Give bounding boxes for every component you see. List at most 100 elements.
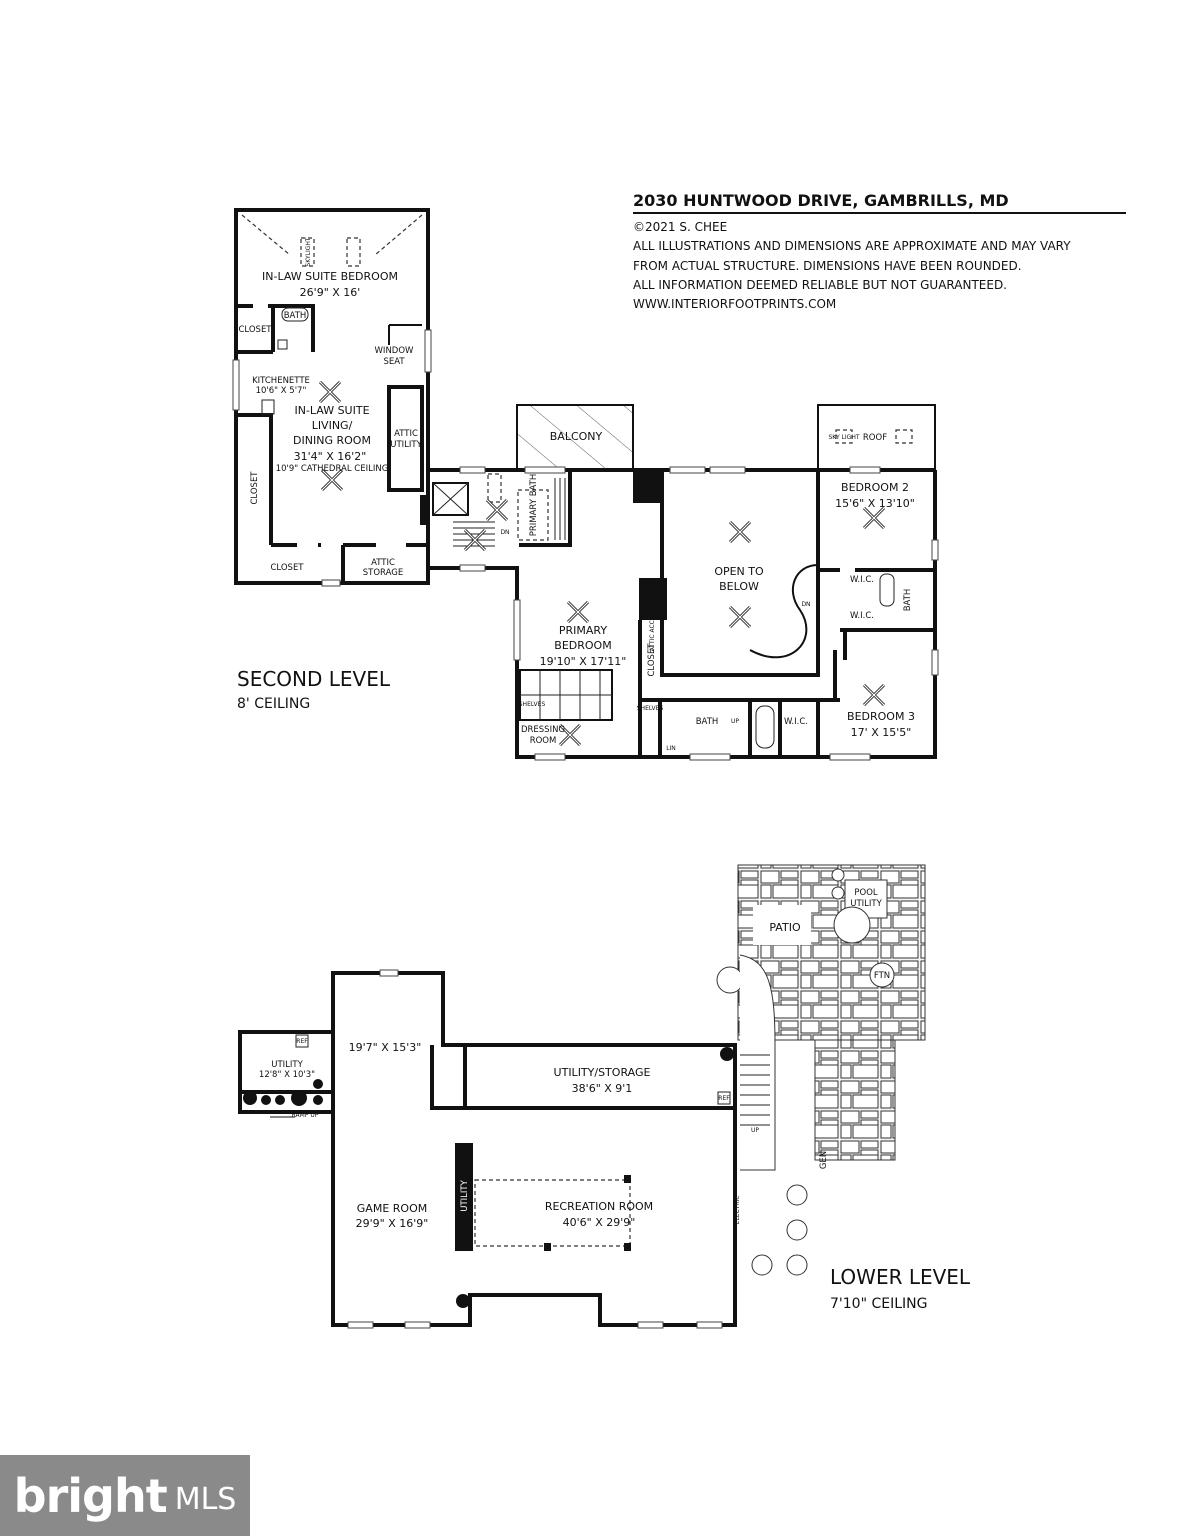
- room-label: BEDROOM: [554, 639, 611, 652]
- room-label: BATH: [284, 311, 307, 321]
- ramp-label: RAMP UP: [292, 1112, 319, 1119]
- interior-walls: [236, 413, 430, 583]
- window: [637, 1321, 664, 1329]
- bathtub-icon: [755, 705, 775, 749]
- ceiling-note: 10'9" CATHEDRAL CEILING: [276, 464, 389, 474]
- window: [321, 579, 341, 587]
- skylight-label: SKYLIGHT: [305, 237, 312, 266]
- room-label: CLOSET: [238, 325, 272, 335]
- copyright: ©2021 S. CHEE: [633, 220, 727, 234]
- room-dimension: 15'6" X 13'10": [835, 497, 915, 510]
- room-dimension: 19'7" X 15'3": [349, 1041, 422, 1054]
- bathtub-icon: [879, 573, 895, 607]
- window: [459, 564, 486, 572]
- shrub-icon: [786, 1184, 808, 1206]
- shrub-icon: [831, 868, 845, 882]
- primary-bath-outline: [517, 489, 549, 541]
- lower-main-walls: [331, 971, 737, 1327]
- window: [404, 1321, 431, 1329]
- room-dimension: 40'6" X 29'9": [563, 1216, 636, 1229]
- equipment-tank: [313, 1079, 323, 1089]
- closet-bath-walls: [236, 304, 315, 354]
- disclaimer-line: FROM ACTUAL STRUCTURE. DIMENSIONS HAVE B…: [633, 259, 1022, 273]
- room-label: UTILITY: [271, 1060, 303, 1070]
- room-label: SHELVES: [637, 705, 664, 712]
- appliance-label: REF: [296, 1038, 308, 1045]
- disclaimer-line: ALL INFORMATION DEEMED RELIABLE BUT NOT …: [633, 278, 1007, 292]
- room-label: LIVING/: [312, 419, 353, 432]
- room-label: OPEN TO: [714, 565, 764, 578]
- header-block: 2030 HUNTWOOD DRIVE, GAMBRILLS, MD ©2021…: [633, 191, 1126, 311]
- window: [669, 466, 706, 474]
- window: [696, 1321, 723, 1329]
- level-title: LOWER LEVEL: [830, 1265, 971, 1289]
- window: [931, 649, 939, 676]
- room-label: IN-LAW SUITE: [294, 404, 369, 417]
- room-dimension: 38'6" X 9'1: [572, 1082, 633, 1095]
- room-label: ATTIC ACCESS: [649, 609, 656, 652]
- stairs-icon: [453, 521, 495, 547]
- room-label: BEDROOM 3: [847, 710, 915, 723]
- room-label: BELOW: [719, 580, 759, 593]
- room-label: LIN: [666, 745, 676, 752]
- room-label: PRIMARY: [559, 624, 607, 637]
- room-label: BEDROOM 2: [841, 481, 909, 494]
- window: [829, 753, 871, 761]
- closet-rods: [520, 670, 612, 720]
- bathtub-icon: [281, 307, 309, 322]
- attic-utility-walls: [387, 385, 424, 492]
- room-label: W.I.C.: [850, 611, 874, 621]
- logo-suffix: MLS: [174, 1482, 237, 1517]
- room-label: IN-LAW SUITE BEDROOM: [262, 270, 398, 283]
- window: [709, 466, 746, 474]
- utility-room-walls: [238, 1030, 333, 1114]
- refrigerator-icon: [717, 1091, 731, 1105]
- window: [459, 466, 486, 474]
- stair-landing-x: [432, 482, 469, 516]
- equipment-tank: [291, 1090, 307, 1106]
- refrigerator-icon: [295, 1034, 309, 1048]
- room-label: DRESSING: [521, 725, 565, 735]
- room-label: FTN: [874, 971, 890, 981]
- room-label: BALCONY: [550, 430, 603, 443]
- sump-pump: [456, 1294, 470, 1308]
- stairs-icon: [740, 1054, 770, 1126]
- room-label: GAME ROOM: [357, 1202, 427, 1215]
- room-label: KITCHENETTE: [252, 376, 310, 386]
- window: [347, 1321, 374, 1329]
- window: [689, 753, 731, 761]
- room-dimension: 19'10" X 17'11": [540, 655, 627, 668]
- wall-block: [420, 495, 428, 525]
- disclaimer-line: ALL ILLUSTRATIONS AND DIMENSIONS ARE APP…: [633, 239, 1071, 253]
- room-label: BATH: [903, 589, 913, 612]
- fountain-icon: [869, 962, 895, 988]
- room-label: PATIO: [769, 921, 801, 934]
- ceiling-height: 7'10" CEILING: [830, 1296, 927, 1312]
- ceiling-height: 8' CEILING: [237, 696, 310, 712]
- room-label: W.I.C.: [784, 717, 808, 727]
- window: [849, 466, 881, 474]
- bedroom-walls: [818, 568, 935, 660]
- room-label: CLOSET: [270, 563, 304, 573]
- stair-direction: UP: [751, 1127, 759, 1134]
- level-title: SECOND LEVEL: [237, 667, 391, 691]
- room-label: GEN: [819, 1151, 829, 1169]
- ceiling-fan-icon: [318, 380, 342, 404]
- room-label: ROOF: [863, 433, 887, 443]
- ceiling-fan-icon: [728, 605, 752, 629]
- equipment-tank: [313, 1095, 323, 1105]
- inlaw-wing-walls: [234, 208, 430, 585]
- chimney: [633, 470, 661, 503]
- open-to-below-walls: [660, 470, 820, 677]
- skylight-icon: [346, 237, 361, 267]
- room-label: POOL: [854, 888, 878, 898]
- skylight-icon: [835, 429, 853, 444]
- ceiling-fan-icon: [862, 506, 886, 530]
- room-label: W.I.C.: [850, 575, 874, 585]
- room-label: SEAT: [383, 357, 405, 367]
- recreation-room-outline: [474, 1179, 631, 1247]
- room-dimension: 26'9" X 16': [300, 286, 361, 299]
- lower-level-plan: POOL UTILITY PATIO FTN GEN 19'7" X 15'3"…: [238, 864, 971, 1329]
- vault-line: [241, 214, 291, 256]
